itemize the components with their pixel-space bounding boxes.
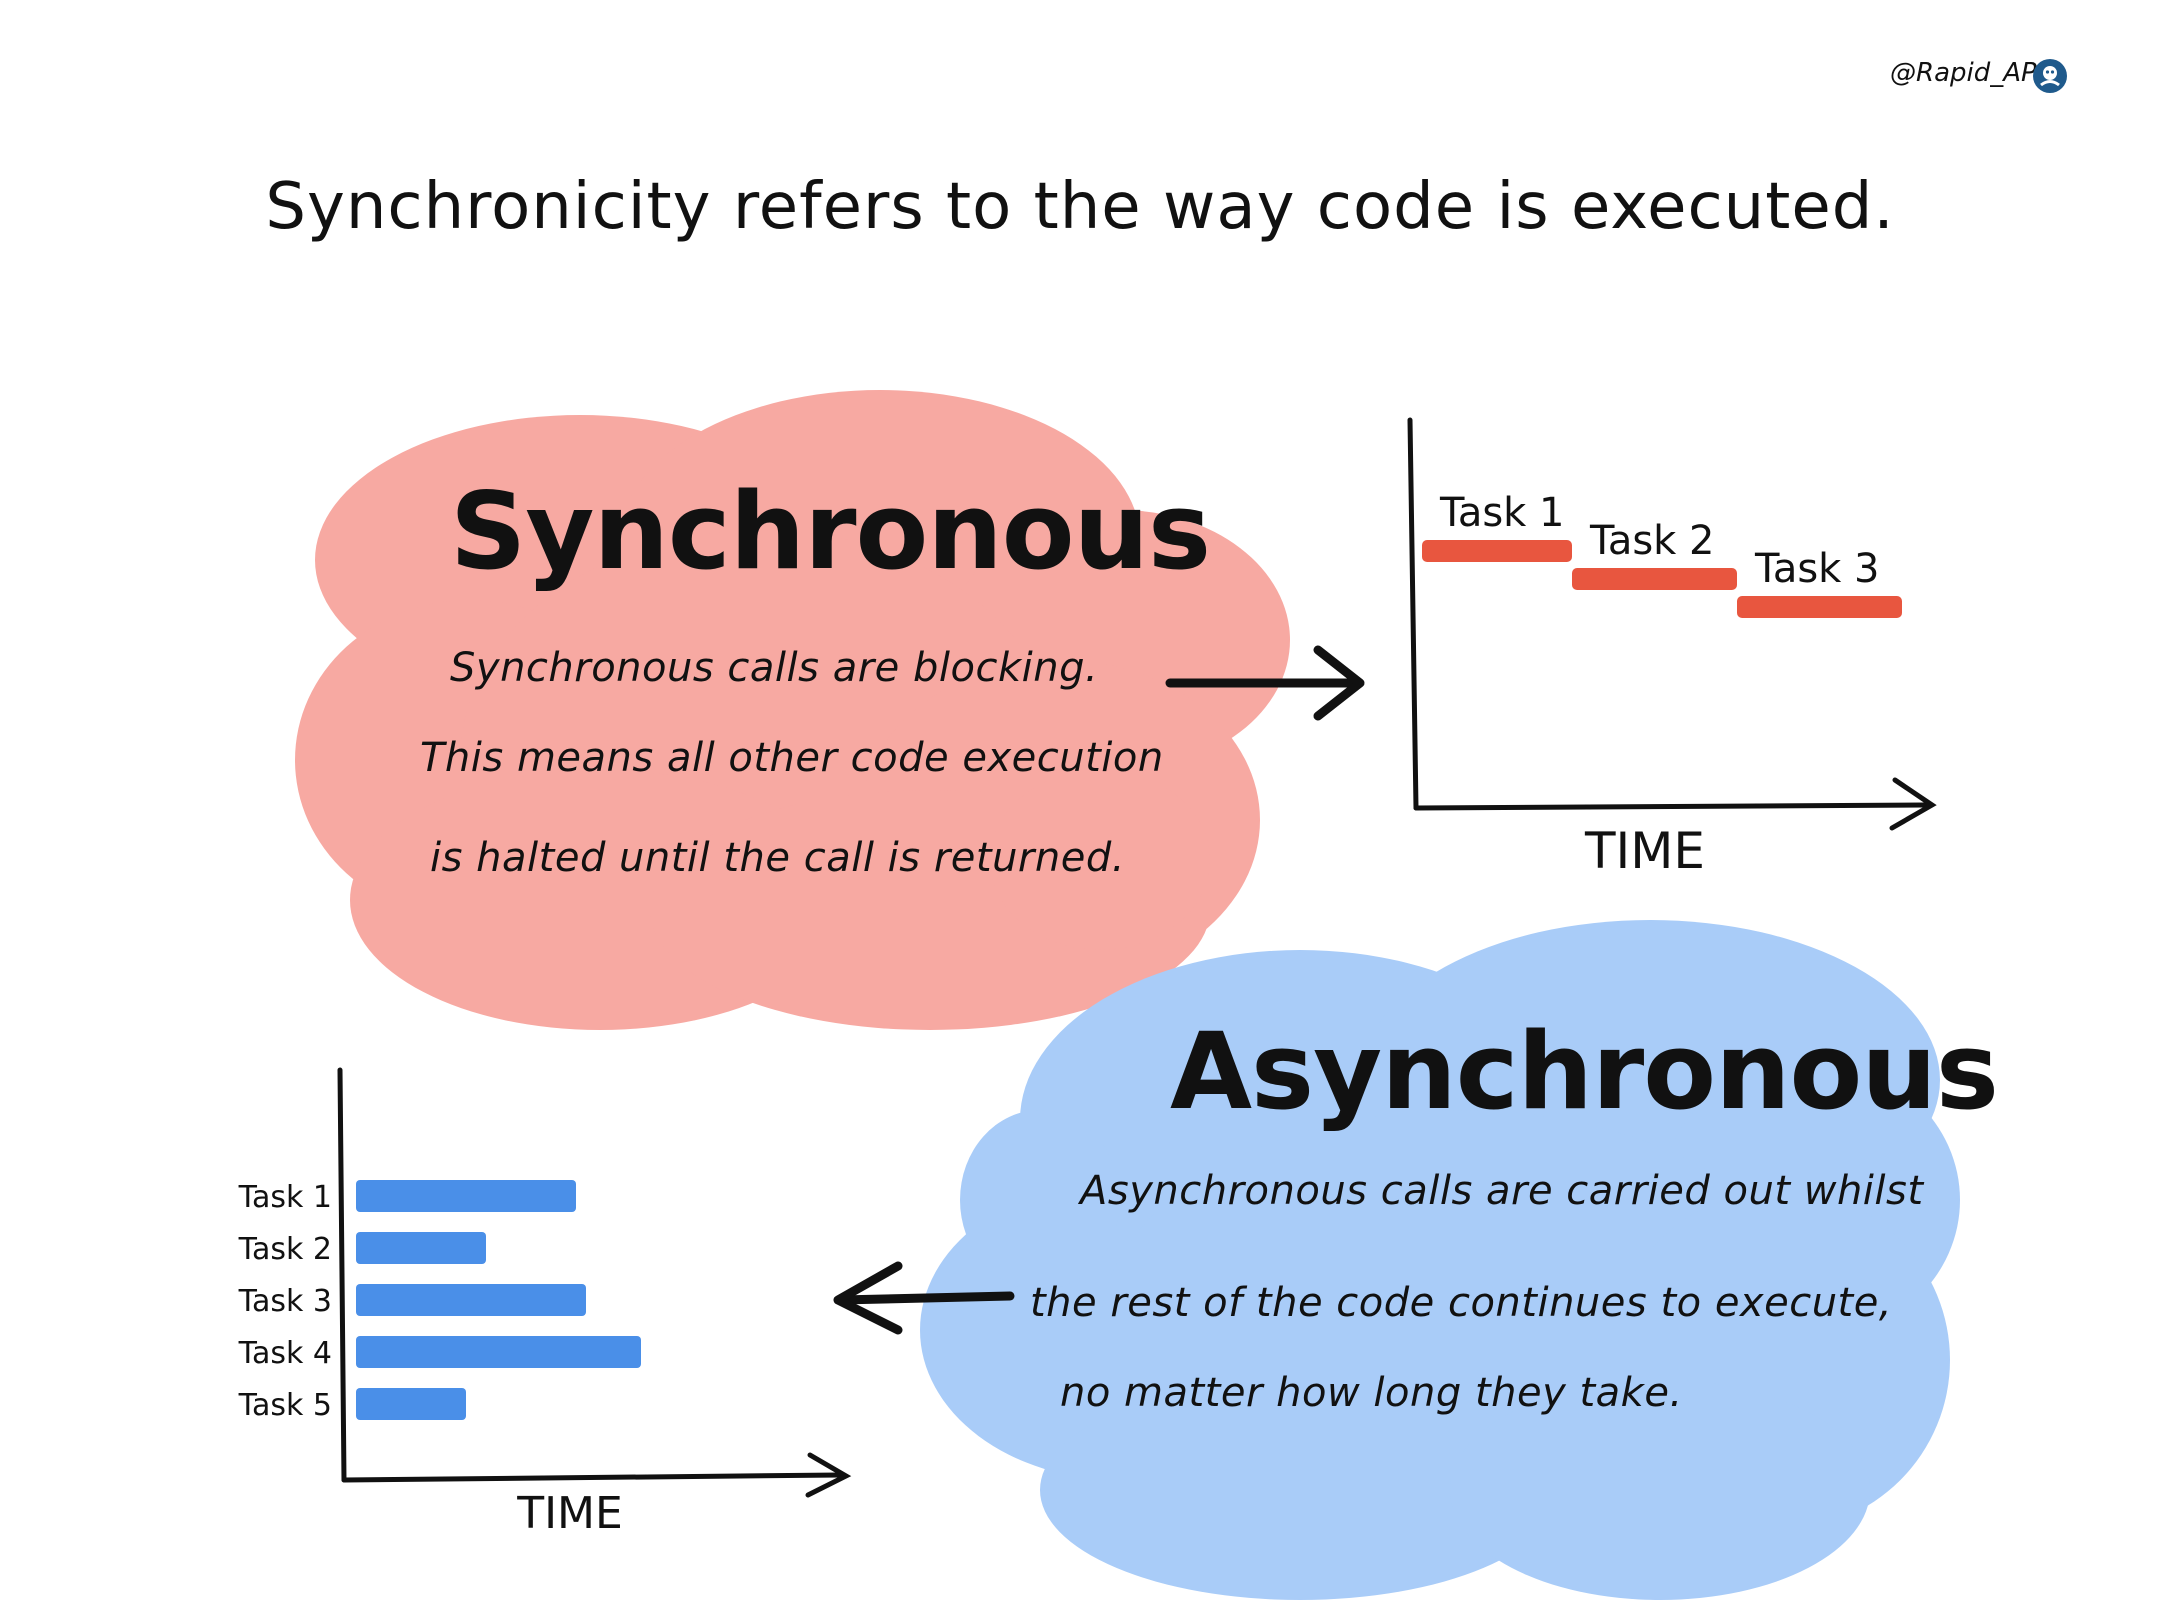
async-line-3: no matter how long they take.	[1060, 1370, 1683, 1416]
rapidapi-logo-icon	[2033, 59, 2067, 93]
sync-task-bar-2	[1572, 568, 1737, 590]
async-chart-bars: Task 1 Task 2 Task 3 Task 4 Task 5	[238, 1180, 641, 1423]
async-line-1: Asynchronous calls are carried out whils…	[1080, 1168, 1924, 1214]
async-task-bar-2	[356, 1232, 486, 1264]
sync-chart-xlabel: TIME	[1584, 822, 1705, 880]
async-task-bar-4	[356, 1336, 641, 1368]
sync-cloud	[295, 390, 1290, 1030]
arrow-left-icon	[833, 1261, 1015, 1335]
page-title: Synchronicity refers to the way code is …	[265, 170, 1895, 244]
sync-task-label-2: Task 2	[1589, 518, 1715, 564]
async-task-bar-3	[356, 1284, 586, 1316]
sync-chart-axes	[1407, 417, 1937, 831]
async-task-label-2: Task 2	[238, 1232, 332, 1267]
arrow-right-icon	[1165, 645, 1365, 721]
sync-task-label-1: Task 1	[1439, 490, 1565, 536]
synchronous-heading: Synchronous	[450, 470, 1211, 593]
sync-line-1: Synchronous calls are blocking.	[450, 645, 1099, 691]
async-chart-axes	[337, 1067, 852, 1498]
sync-line-3: is halted until the call is returned.	[430, 835, 1125, 881]
sync-task-label-3: Task 3	[1754, 546, 1880, 592]
async-task-label-1: Task 1	[238, 1180, 332, 1215]
async-task-label-4: Task 4	[238, 1336, 332, 1371]
asynchronous-heading: Asynchronous	[1170, 1010, 1999, 1133]
author-handle: @Rapid_API	[1890, 58, 2045, 88]
async-task-label-5: Task 5	[238, 1388, 332, 1423]
async-task-bar-1	[356, 1180, 576, 1212]
async-line-2: the rest of the code continues to execut…	[1030, 1280, 1893, 1326]
sync-line-2: This means all other code execution	[420, 735, 1164, 781]
sync-chart-bars: Task 1 Task 2 Task 3	[1422, 490, 1902, 618]
async-task-label-3: Task 3	[238, 1284, 332, 1319]
async-cloud	[920, 920, 1960, 1600]
async-chart-xlabel: TIME	[516, 1488, 623, 1539]
async-task-bar-5	[356, 1388, 466, 1420]
sync-task-bar-1	[1422, 540, 1572, 562]
sync-task-bar-3	[1737, 596, 1902, 618]
